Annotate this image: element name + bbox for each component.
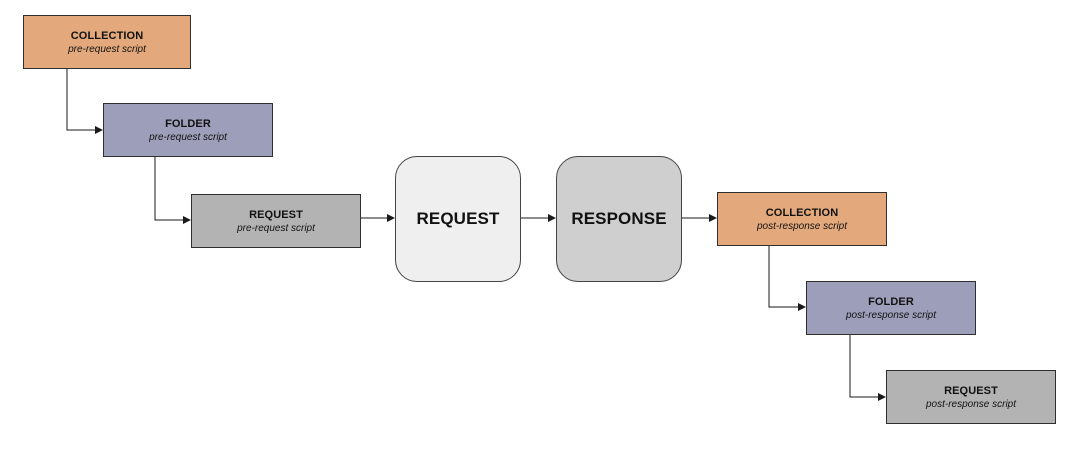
- folder-pre-request-node: FOLDER pre-request script: [103, 103, 273, 157]
- node-title: FOLDER: [165, 117, 211, 130]
- folder-post-response-node: FOLDER post-response script: [806, 281, 976, 335]
- edge-collection-pre-to-folder-pre: [66, 69, 103, 134]
- node-subtitle: pre-request script: [68, 43, 146, 55]
- node-title: REQUEST: [416, 209, 500, 228]
- request-post-response-node: REQUEST post-response script: [886, 370, 1056, 424]
- node-subtitle: pre-request script: [237, 222, 315, 234]
- node-title: COLLECTION: [765, 206, 839, 219]
- response-main-node: RESPONSE: [556, 156, 682, 282]
- edge-collection-post-to-folder-post: [768, 246, 806, 311]
- collection-post-response-node: COLLECTION post-response script: [717, 192, 887, 246]
- request-main-node: REQUEST: [395, 156, 521, 282]
- edge-folder-pre-to-request-pre: [154, 157, 191, 224]
- node-title: REQUEST: [944, 384, 998, 397]
- node-title: COLLECTION: [70, 29, 144, 42]
- collection-pre-request-node: COLLECTION pre-request script: [23, 15, 191, 69]
- node-subtitle: post-response script: [925, 398, 1017, 410]
- node-subtitle: post-response script: [756, 220, 848, 232]
- edge-folder-post-to-request-post: [849, 335, 886, 401]
- node-subtitle: post-response script: [845, 309, 937, 321]
- request-pre-request-node: REQUEST pre-request script: [191, 194, 361, 248]
- node-title: RESPONSE: [571, 209, 667, 228]
- node-title: FOLDER: [868, 295, 914, 308]
- node-title: REQUEST: [249, 208, 303, 221]
- node-subtitle: pre-request script: [149, 131, 227, 143]
